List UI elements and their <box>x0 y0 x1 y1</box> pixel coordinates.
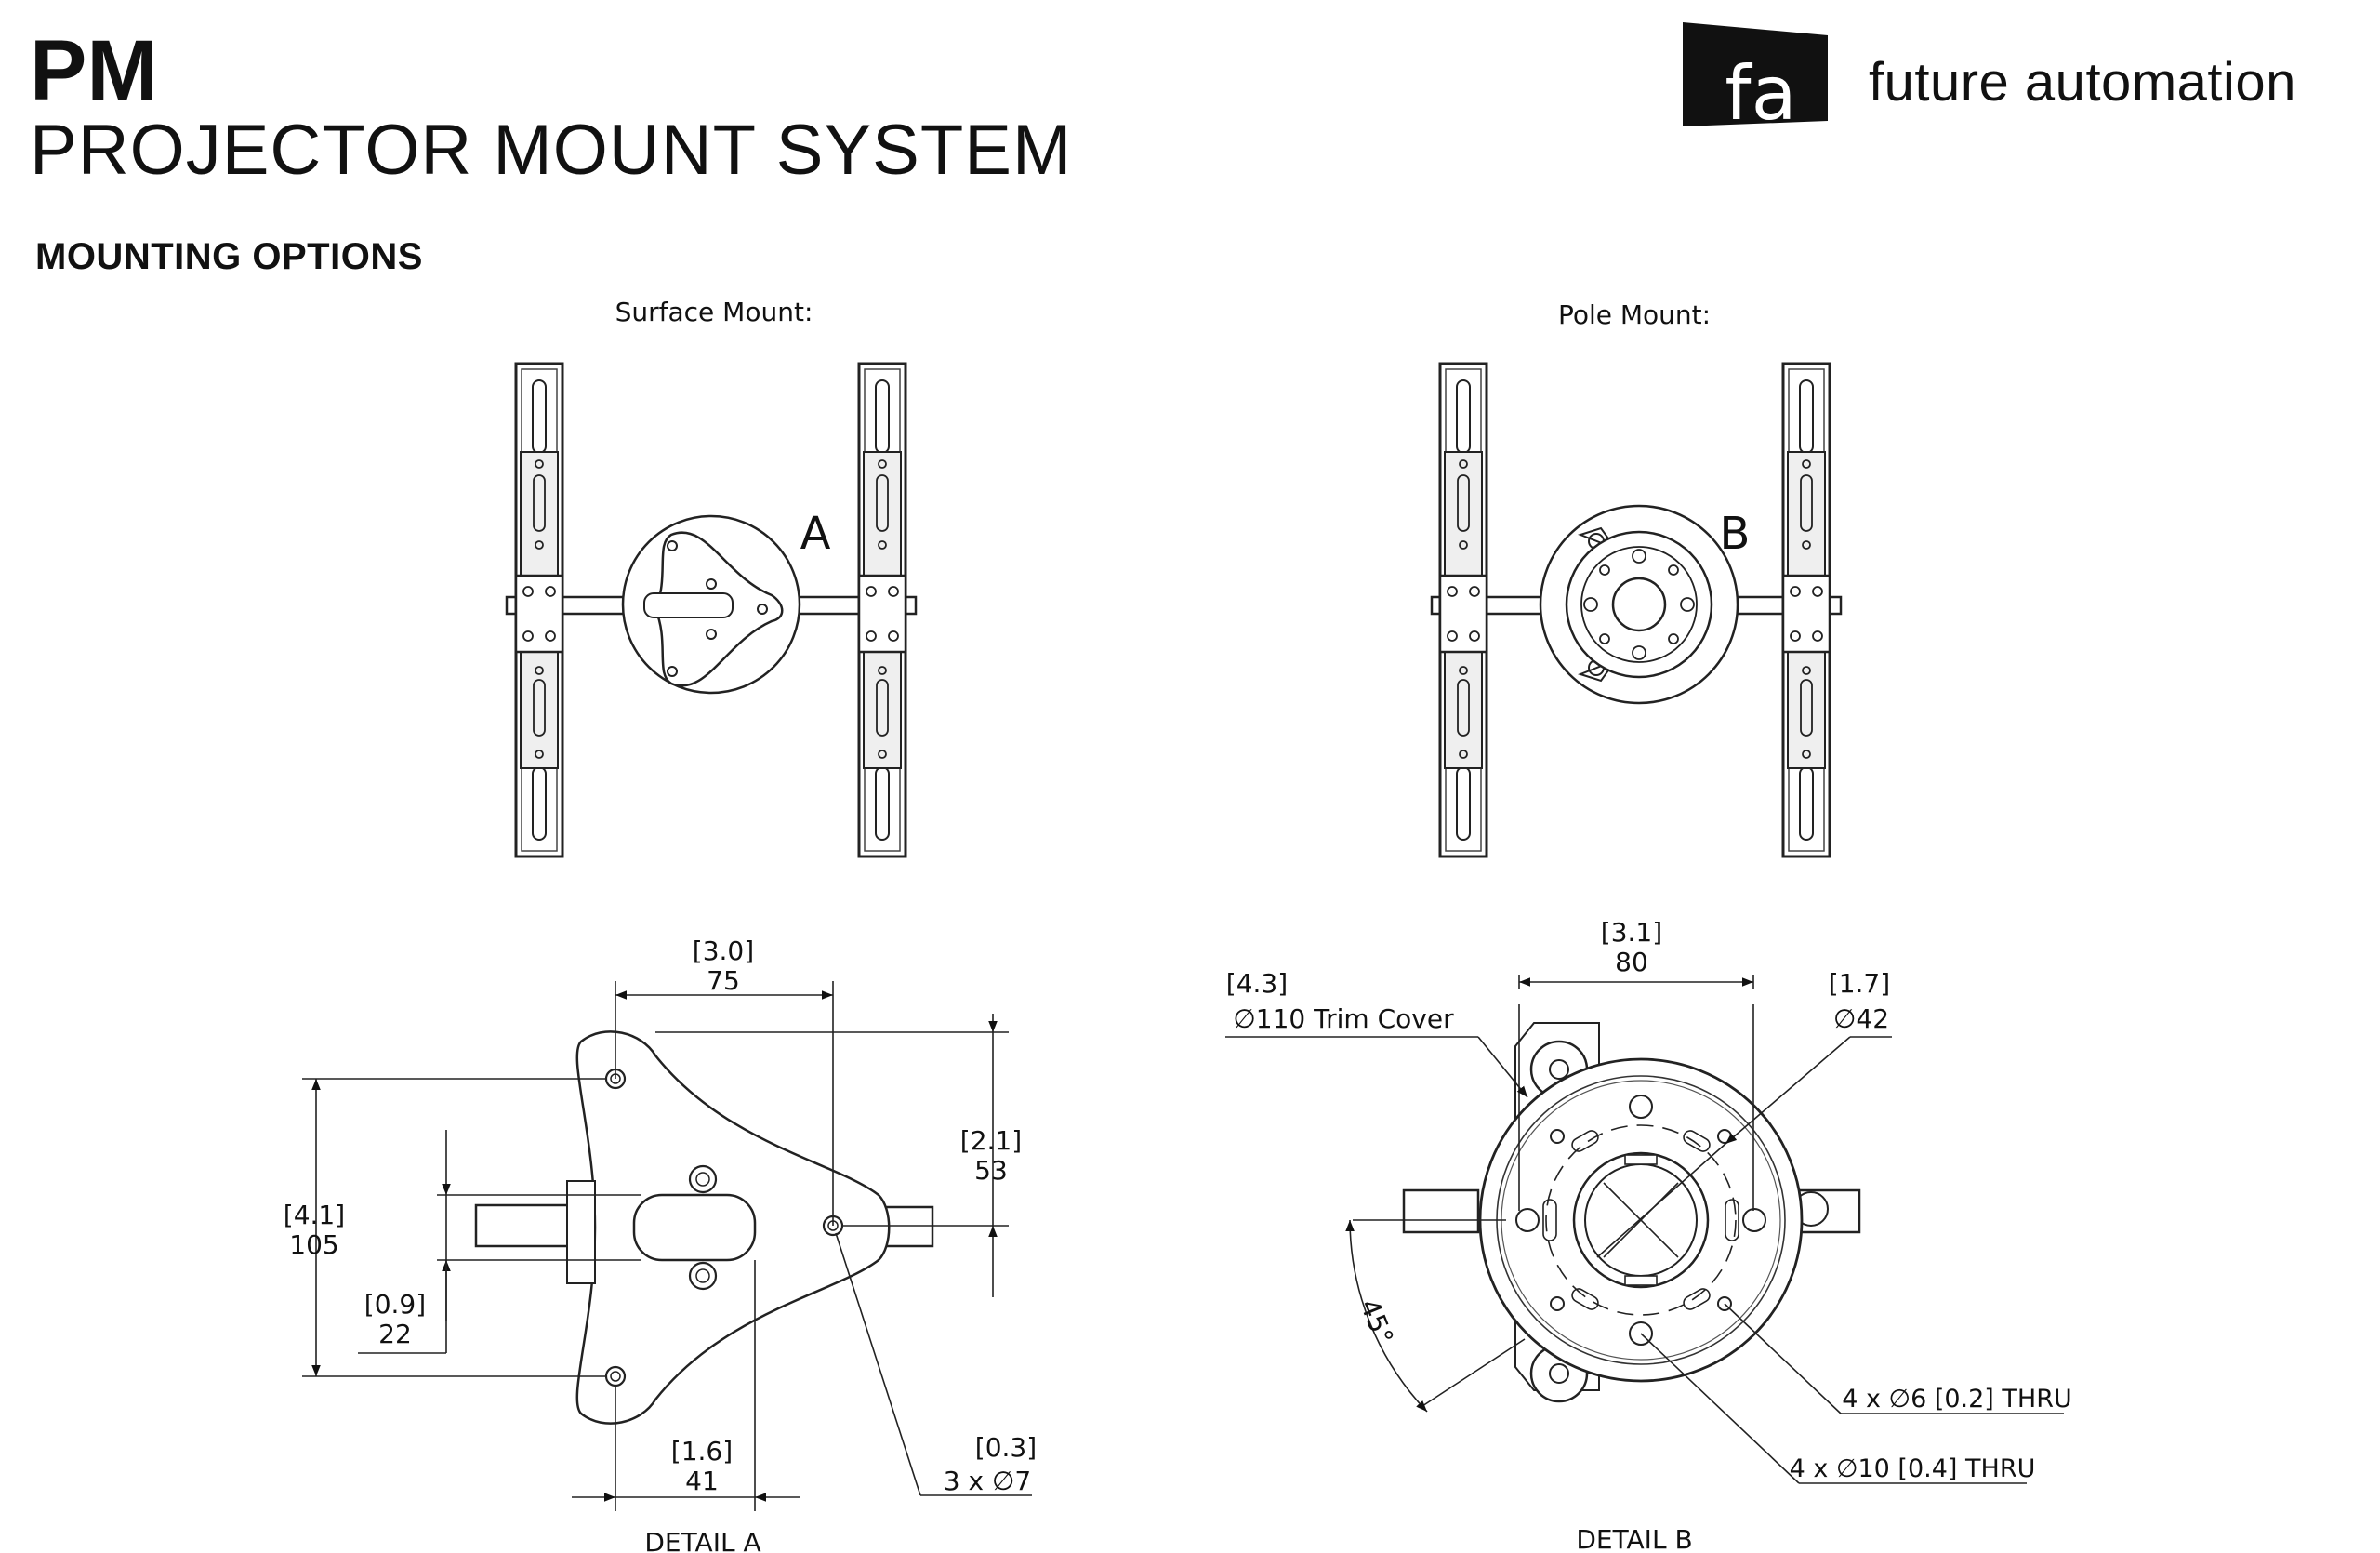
detail-a-dim-slot-in: [0.9] <box>364 1289 426 1320</box>
detail-b-caption: DETAIL B <box>1576 1524 1692 1553</box>
detail-b-angle: 45° <box>1354 1294 1399 1348</box>
pole-mount-view <box>1430 362 1843 858</box>
callout-a: A <box>800 508 831 560</box>
detail-b-drawing <box>1402 1022 1861 1403</box>
detail-a-drawing <box>474 1030 934 1425</box>
section-title: MOUNTING OPTIONS <box>35 236 423 277</box>
callout-b: B <box>1720 508 1751 560</box>
detail-b-dimensions <box>1225 975 2064 1484</box>
detail-b-dim-top-mm: 80 <box>1615 947 1648 977</box>
product-code: PM <box>30 23 158 118</box>
detail-a-hole-in: [0.3] <box>975 1432 1037 1463</box>
detail-a-dim-bottom-in: [1.6] <box>671 1436 733 1467</box>
detail-a-hole-note: 3 x ∅7 <box>944 1466 1031 1496</box>
detail-a-caption: DETAIL A <box>644 1527 760 1553</box>
detail-a-dim-right-in: [2.1] <box>960 1125 1022 1156</box>
detail-b-holes-small: 4 x ∅6 [0.2] THRU <box>1842 1385 2072 1414</box>
pole-mount-caption: Pole Mount: <box>1558 299 1711 330</box>
surface-mount-view <box>505 362 918 858</box>
detail-b-trim-note: ∅110 Trim Cover <box>1233 1003 1454 1034</box>
detail-a-dim-top-in: [3.0] <box>693 936 754 966</box>
detail-a-dim-height-mm: 105 <box>289 1229 338 1260</box>
detail-b-center-note: ∅42 <box>1833 1003 1889 1034</box>
brand-logo-icon: fa <box>1683 22 1828 134</box>
product-name: PROJECTOR MOUNT SYSTEM <box>30 111 1073 190</box>
brand-name: future automation <box>1869 52 2296 113</box>
detail-a-dim-height-in: [4.1] <box>284 1200 345 1230</box>
detail-a-dim-right-mm: 53 <box>974 1155 1008 1186</box>
detail-a-dimensions <box>302 981 1032 1511</box>
detail-b-trim-in: [4.3] <box>1226 968 1288 999</box>
detail-b-center-in: [1.7] <box>1829 968 1890 999</box>
detail-a-dim-bottom-mm: 41 <box>685 1466 719 1496</box>
detail-b-dim-top-in: [3.1] <box>1601 917 1662 948</box>
surface-mount-caption: Surface Mount: <box>615 297 813 327</box>
detail-a-dim-top-mm: 75 <box>707 965 740 996</box>
detail-b-holes-large: 4 x ∅10 [0.4] THRU <box>1790 1454 2036 1483</box>
detail-a-dim-slot-mm: 22 <box>378 1319 412 1349</box>
brand-mark: fa <box>1725 50 1796 134</box>
